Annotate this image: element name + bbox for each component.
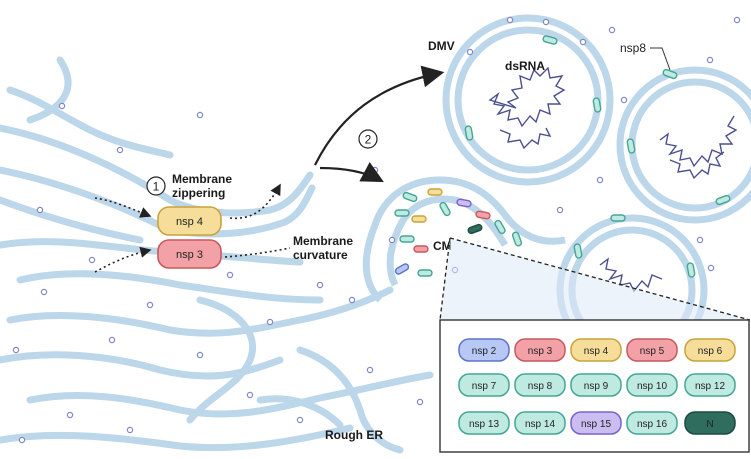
dsrna-strands	[488, 66, 738, 293]
nsp8-label: nsp8	[620, 41, 646, 55]
step1-label-line2: zippering	[172, 186, 225, 200]
legend-item-label: nsp 3	[528, 346, 553, 357]
legend-item: nsp 14	[514, 411, 566, 435]
legend-item: nsp 10	[626, 373, 678, 397]
dotted-arrow-top-left	[94, 197, 152, 218]
dotted-arrow-bottom-right	[224, 247, 291, 258]
legend-zoom-cone	[440, 238, 750, 320]
legend-item-label: nsp 7	[472, 381, 497, 392]
legend-item-label: nsp 13	[469, 419, 499, 430]
legend-item-label: nsp 16	[637, 419, 667, 430]
legend-item: nsp 7	[458, 373, 510, 397]
scattered-proteins	[394, 35, 731, 278]
curvature-label-line1: Membrane	[293, 234, 353, 248]
legend-item-label: nsp 10	[637, 381, 667, 392]
legend-item: N	[684, 411, 736, 435]
step2-number: 2	[365, 133, 372, 147]
legend-item: nsp 6	[684, 338, 736, 362]
legend-item: nsp 8	[514, 373, 566, 397]
interaction-pill-1: nsp 4	[157, 206, 222, 236]
membrane-dots	[12, 16, 741, 444]
legend-item-label: nsp 9	[584, 381, 609, 392]
cm-label: CM	[433, 239, 452, 253]
step2-circle	[358, 129, 378, 149]
dmv-label: DMV	[428, 39, 455, 53]
rough-er-label: Rough ER	[325, 428, 383, 442]
step1-number: 1	[153, 180, 160, 194]
legend-item-label: nsp 12	[695, 381, 725, 392]
legend-zoom-line-right	[449, 237, 751, 321]
legend-item: nsp 12	[684, 373, 736, 397]
legend-item-label: nsp 4	[584, 346, 609, 357]
interaction-pill-label: nsp 4	[176, 216, 203, 228]
legend-item-label: nsp 14	[525, 419, 555, 430]
rough-er-membranes	[0, 56, 434, 454]
legend-item: nsp 9	[570, 373, 622, 397]
interaction-pill-2: nsp 3	[157, 239, 222, 269]
interaction-pills: nsp 4 nsp 3	[157, 206, 222, 269]
dsrna-label: dsRNA	[505, 59, 545, 73]
legend-item-label: nsp 8	[528, 381, 553, 392]
step1-label-line1: Membrane	[172, 172, 232, 186]
arrow-to-dmv	[314, 65, 445, 166]
legend-item-label: nsp 2	[472, 346, 497, 357]
arrow-to-cm	[319, 162, 384, 183]
nsp8-callout-line	[650, 47, 671, 71]
legend-item: nsp 16	[626, 411, 678, 435]
legend-item: nsp 3	[514, 338, 566, 362]
legend-item-label: nsp 6	[698, 346, 723, 357]
dotted-arrow-top-right	[229, 183, 281, 220]
legend-item-label: N	[706, 419, 713, 430]
step1-circle	[146, 176, 166, 196]
interaction-pill-label: nsp 3	[176, 249, 203, 261]
legend-item: nsp 2	[458, 338, 510, 362]
legend-item: nsp 13	[458, 411, 510, 435]
dotted-arrow-bottom-left	[94, 246, 152, 273]
legend-item-label: nsp 15	[581, 419, 611, 430]
legend-item: nsp 15	[570, 411, 622, 435]
legend-item: nsp 4	[570, 338, 622, 362]
legend-item: nsp 5	[626, 338, 678, 362]
curvature-label-line2: curvature	[293, 248, 348, 262]
legend-grid: nsp 2 nsp 3 nsp 4 nsp 5 nsp 6 nsp 7 nsp 8 nsp 9…	[458, 338, 736, 435]
legend-item-label: nsp 5	[640, 346, 665, 357]
